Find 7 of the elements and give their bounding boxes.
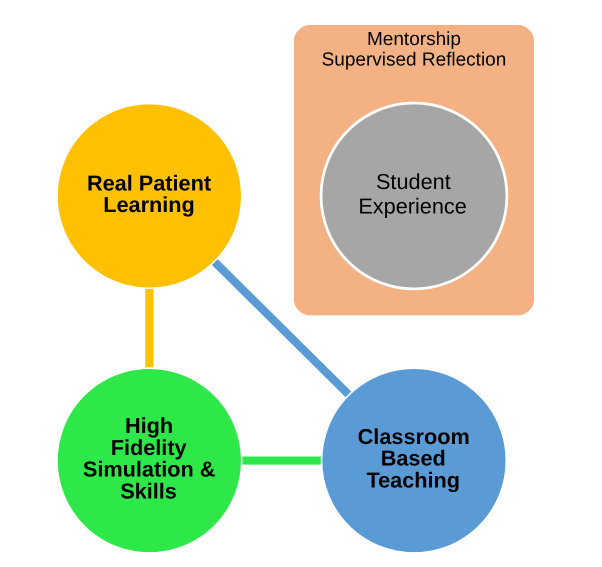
connector — [145, 288, 154, 368]
node-circle: Classroom Based Teaching — [320, 366, 508, 555]
node-circle: High Fidelity Simulation & Skills — [55, 366, 244, 555]
connector — [242, 456, 321, 465]
connector — [212, 259, 352, 398]
node-circle: Real Patient Learning — [55, 102, 244, 290]
node-circle: Student Experience — [320, 102, 508, 290]
